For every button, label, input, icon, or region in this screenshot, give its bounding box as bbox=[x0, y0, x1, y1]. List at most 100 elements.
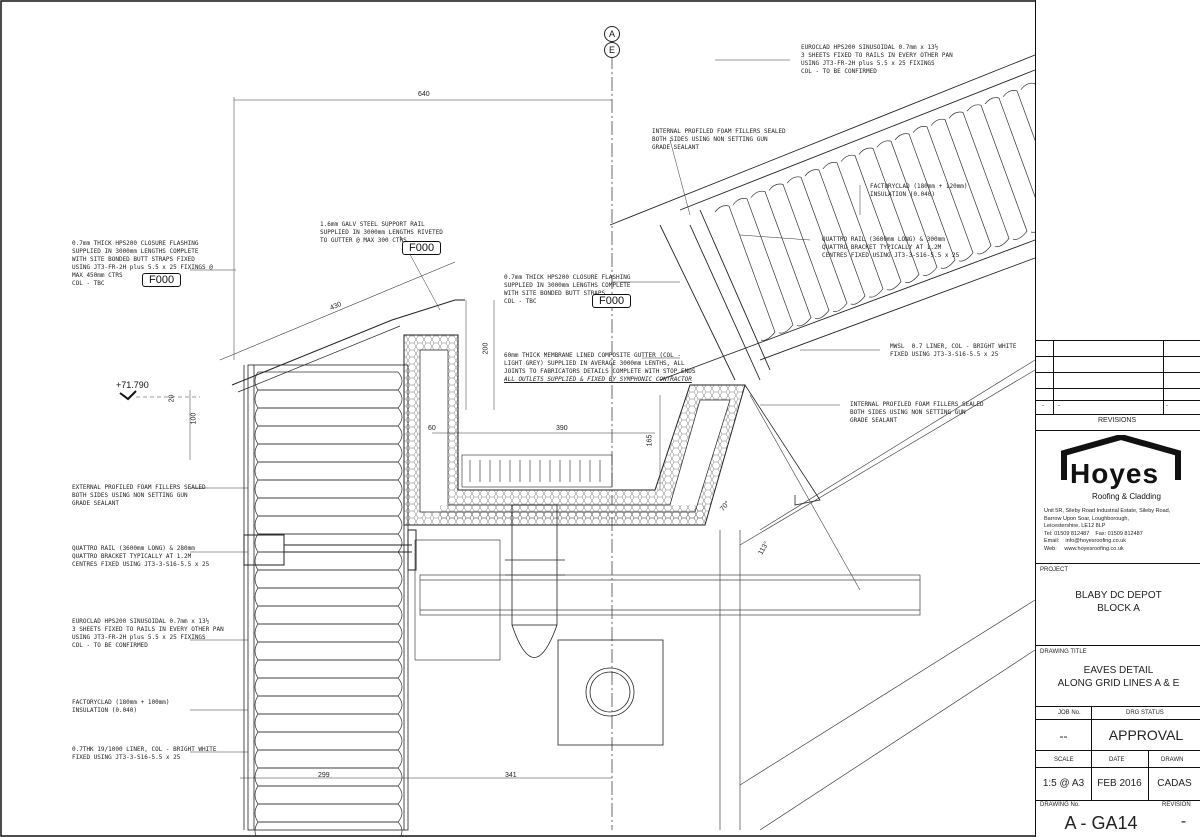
insulation-wave bbox=[930, 118, 992, 255]
insulation-wave bbox=[254, 515, 403, 535]
leader-lines bbox=[190, 59, 880, 753]
closure-flashing bbox=[231, 299, 465, 386]
outlet-grate bbox=[461, 454, 613, 488]
rev-dash-c: - bbox=[1166, 403, 1168, 409]
drg-status-label: DRG STATUS bbox=[1126, 710, 1164, 716]
insulation-wave bbox=[768, 183, 830, 320]
insulation-wave bbox=[732, 198, 794, 334]
insulation-wave bbox=[840, 154, 902, 291]
insulation-wave bbox=[858, 147, 920, 284]
insulation-wave bbox=[254, 389, 403, 409]
dim-line-430 bbox=[219, 261, 456, 361]
rev-dash-a: - bbox=[1042, 403, 1044, 409]
note-quattro-roof: QUATTRO RAIL (3600mm LONG) & 300mm QUATT… bbox=[822, 236, 960, 259]
insulation-wave bbox=[254, 587, 403, 607]
insulation-wave bbox=[254, 605, 403, 625]
insulation-wave bbox=[254, 497, 403, 517]
insulation-wave bbox=[254, 551, 403, 571]
roof-panel bbox=[609, 54, 1036, 381]
insulation-wave bbox=[254, 803, 403, 823]
wall-panel bbox=[243, 364, 409, 831]
insulation-wave bbox=[714, 205, 776, 341]
note-liner-roof: MWSL 0.7 LINER, COL - BRIGHT WHITE FIXED… bbox=[890, 343, 1017, 358]
drawing-title-line-2: ALONG GRID LINES A & E bbox=[1057, 678, 1180, 689]
rev-dash-b: - bbox=[1058, 403, 1060, 409]
revisions-label: REVISIONS bbox=[1098, 417, 1137, 424]
dim-200: 200 bbox=[482, 342, 490, 355]
drg-status-value: APPROVAL bbox=[1108, 727, 1184, 743]
drawing-title-line-1: EAVES DETAIL bbox=[1083, 665, 1154, 676]
insulation-wave bbox=[254, 677, 403, 697]
downpipe bbox=[505, 504, 664, 746]
note-roof-sheet: EUROCLAD HPS200 SINUSOIDAL 0.7mm x 13½ 3… bbox=[801, 44, 953, 75]
revision-label: REVISION bbox=[1162, 802, 1191, 808]
insulation-wave bbox=[948, 111, 1010, 248]
insulation-wave bbox=[254, 443, 403, 463]
drawing-title-label: DRAWING TITLE bbox=[1040, 649, 1087, 655]
insulation-wave bbox=[254, 821, 403, 837]
insulation-wave bbox=[254, 461, 403, 481]
dim-299: 299 bbox=[318, 772, 330, 779]
insulation-wave bbox=[254, 785, 403, 805]
scale-label: SCALE bbox=[1054, 757, 1074, 763]
insulation-wave bbox=[254, 713, 403, 733]
note-support-rail: 1.6mm GALV STEEL SUPPORT RAIL SUPPLIED I… bbox=[320, 221, 443, 244]
job-no-label: JOB No. bbox=[1058, 710, 1081, 716]
insulation-wave bbox=[254, 695, 403, 715]
insulation-wave bbox=[894, 133, 956, 269]
note-foam-fillers-top: INTERNAL PROFILED FOAM FILLERS SEALED BO… bbox=[652, 128, 786, 151]
detail-tag-f000-rail: F000 bbox=[402, 241, 442, 255]
roof-insulation-waves bbox=[714, 82, 1082, 341]
project-label: PROJECT bbox=[1040, 567, 1069, 573]
dim-640: 640 bbox=[418, 91, 430, 98]
insulation-wave bbox=[804, 169, 866, 305]
wall-rail-bracket bbox=[243, 529, 417, 571]
insulation-wave bbox=[254, 479, 403, 499]
insulation-wave bbox=[254, 569, 403, 589]
insulation-wave bbox=[822, 162, 884, 298]
steel-beams bbox=[414, 359, 1036, 831]
drawn-value: CADAS bbox=[1157, 778, 1192, 789]
revision-value: - bbox=[1180, 813, 1187, 830]
grid-bubble-e: E bbox=[604, 42, 620, 58]
insulation-wave bbox=[876, 140, 938, 276]
note-external-foam: EXTERNAL PROFILED FOAM FILLERS SEALED BO… bbox=[72, 484, 206, 507]
insulation-wave bbox=[254, 425, 403, 445]
insulation-wave bbox=[254, 641, 403, 661]
insulation-wave bbox=[786, 176, 848, 312]
insulation-wave bbox=[254, 749, 403, 769]
company-subtitle: Roofing & Cladding bbox=[1092, 492, 1161, 501]
dim-60: 60 bbox=[428, 425, 436, 432]
note-factoryclad-roof: FACTORYCLAD (180mm + 120mm) INSULATION (… bbox=[870, 183, 968, 198]
date-value: FEB 2016 bbox=[1097, 778, 1142, 789]
dim-165: 165 bbox=[646, 434, 654, 447]
level-value: +71.790 bbox=[116, 380, 149, 390]
insulation-wave bbox=[254, 371, 403, 391]
title-block: - - - REVISIONS Hoyes Roofing & Cladding… bbox=[1035, 0, 1200, 837]
note-closure-left: 0.7mm THICK HPS200 CLOSURE FLASHING SUPP… bbox=[72, 240, 213, 287]
insulation-wave bbox=[254, 533, 403, 553]
insulation-wave bbox=[912, 126, 974, 262]
level-marker bbox=[119, 390, 137, 401]
insulation-wave bbox=[254, 659, 403, 679]
project-line-2: BLOCK A bbox=[1097, 603, 1140, 614]
wall-insulation-waves bbox=[254, 371, 403, 837]
company-name: Hoyes bbox=[1070, 458, 1160, 489]
job-no-value: -- bbox=[1059, 729, 1068, 743]
note-closure-right: 0.7mm THICK HPS200 CLOSURE FLASHING SUPP… bbox=[504, 274, 631, 305]
drawing-no-label: DRAWING No. bbox=[1040, 802, 1080, 808]
note-gutter: 60mm THICK MEMBRANE LINED COMPOSITE GUTT… bbox=[504, 352, 696, 375]
insulation-wave bbox=[254, 623, 403, 643]
dim-341: 341 bbox=[505, 772, 517, 779]
dim-20: 20 bbox=[168, 394, 176, 403]
date-label: DATE bbox=[1109, 757, 1125, 763]
dim-100: 100 bbox=[190, 412, 198, 425]
note-foam-fillers-mid: INTERNAL PROFILED FOAM FILLERS SEALED BO… bbox=[850, 401, 984, 424]
drawn-label: DRAWN bbox=[1161, 757, 1184, 763]
insulation-wave bbox=[750, 190, 812, 327]
house-logo-icon bbox=[1061, 435, 1181, 480]
note-factoryclad-wall: FACTORYCLAD (180mm + 100mm) INSULATION (… bbox=[72, 699, 170, 714]
insulation-wave bbox=[966, 104, 1028, 240]
